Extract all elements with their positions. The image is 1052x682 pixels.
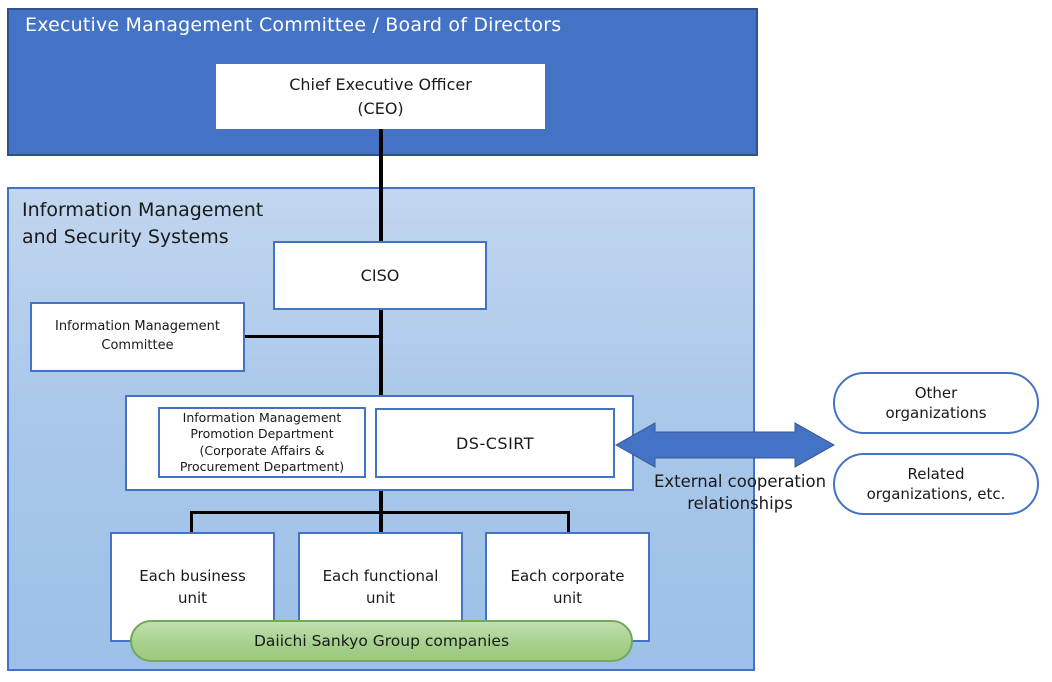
connector-ciso-to-group: [379, 310, 383, 396]
ciso-box: CISO: [273, 241, 487, 310]
related-organizations-box: Related organizations, etc.: [833, 453, 1039, 515]
connector-ceo-to-ciso: [379, 129, 383, 242]
double-arrow-icon: [615, 422, 835, 468]
promotion-department-box: Information Management Promotion Departm…: [158, 407, 366, 478]
other-organizations-box: Other organizations: [833, 372, 1039, 434]
ceo-box: Chief Executive Officer (CEO): [216, 64, 545, 129]
connector-stub-corporate: [567, 511, 570, 533]
executive-panel-title: Executive Management Committee / Board o…: [25, 14, 562, 36]
information-management-committee-box: Information Management Committee: [30, 302, 245, 372]
ds-csirt-box: DS-CSIRT: [375, 408, 615, 478]
security-panel-title: Information Management and Security Syst…: [22, 199, 264, 248]
connector-committee-to-trunk: [244, 335, 381, 338]
external-cooperation-label: External cooperation relationships: [653, 472, 827, 514]
group-companies-pill: Daiichi Sankyo Group companies: [130, 620, 633, 662]
connector-stub-business: [190, 511, 193, 533]
connector-units-horizontal: [190, 511, 570, 514]
